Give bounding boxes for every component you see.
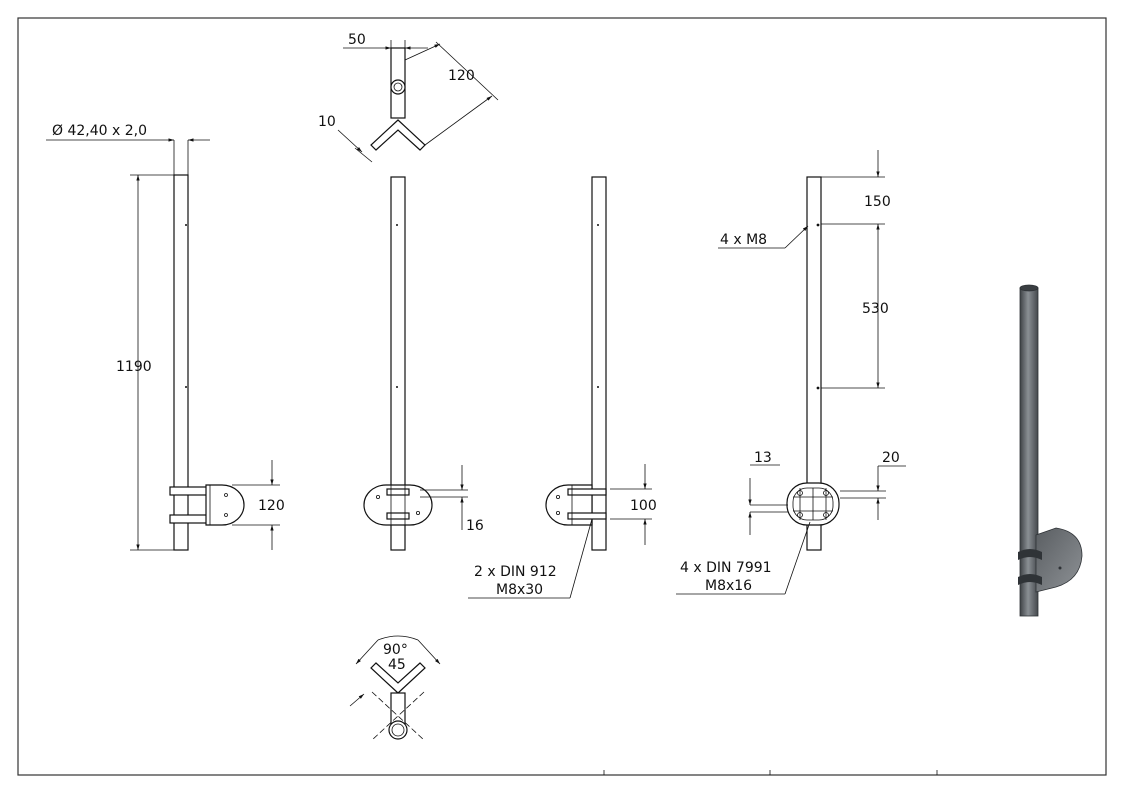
callout-m8-holes: 4 x M8 [720, 232, 767, 248]
dim-half-angle: 45 [388, 657, 406, 673]
view-side-2: 16 [363, 176, 484, 551]
isometric-render [1018, 284, 1083, 617]
dim-tube-spec: Ø 42,40 x 2,0 [52, 123, 147, 139]
dim-hole-offset: 16 [466, 518, 484, 534]
view-back-4: 150 530 4 x M8 13 20 4 x DIN 7991 M8x16 [676, 150, 906, 595]
dim-top-offset: 50 [348, 32, 366, 48]
dim-clamp-height: 120 [258, 498, 285, 514]
view-bottom-angle: 90° 45 [349, 635, 441, 741]
dim-top-hole: 150 [864, 194, 891, 210]
view-top-upper: 50 120 10 [318, 32, 499, 163]
callout-din7991-size: M8x16 [705, 578, 752, 594]
sheet-frame [17, 17, 1107, 776]
dim-plate-13: 13 [754, 450, 772, 466]
dim-hole-pitch: 530 [862, 301, 889, 317]
callout-din912-qty: 2 x DIN 912 [474, 564, 557, 580]
dim-clamp-spacing: 100 [630, 498, 657, 514]
dim-plate-20: 20 [882, 450, 900, 466]
dim-top-arm: 120 [448, 68, 475, 84]
dim-top-thickness: 10 [318, 114, 336, 130]
view-side-3: 100 2 x DIN 912 M8x30 [468, 176, 657, 599]
dim-angle: 90° [383, 642, 408, 658]
dim-height-total: 1190 [116, 359, 152, 375]
view-front-left: Ø 42,40 x 2,0 1190 120 [46, 123, 285, 551]
callout-din912-size: M8x30 [496, 582, 543, 598]
callout-din7991-qty: 4 x DIN 7991 [680, 560, 772, 576]
